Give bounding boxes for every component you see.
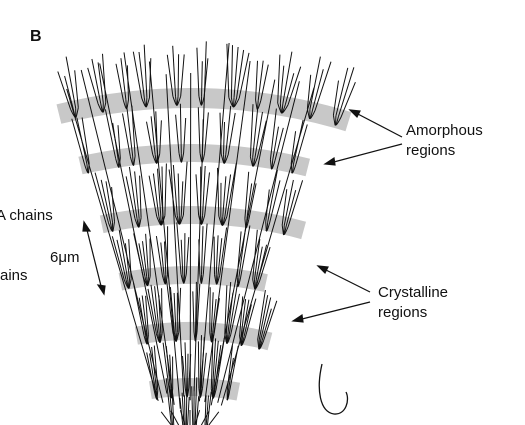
arrow-crystalline-upper <box>322 268 370 292</box>
branch-point <box>224 154 225 163</box>
a-chain <box>144 45 147 98</box>
backbone-chain <box>218 81 300 402</box>
label-crystalline-line2: regions <box>378 304 427 322</box>
panel-label: B <box>30 28 42 46</box>
scale-bar <box>83 222 105 294</box>
a-chain <box>178 54 179 96</box>
label-b-chains: ains <box>0 267 28 285</box>
a-chain <box>198 341 199 388</box>
backbone-chain <box>205 61 250 402</box>
hilum-curve <box>319 364 347 414</box>
a-chain <box>162 288 163 333</box>
a-chain <box>186 391 187 425</box>
branch-point <box>309 109 310 118</box>
label-scale-bar: 6μm <box>50 249 79 267</box>
lamellae-bands <box>57 88 352 401</box>
a-chain <box>202 61 203 96</box>
arrow-amorphous-lower <box>330 144 402 163</box>
a-chain <box>187 397 189 425</box>
a-chain <box>315 62 331 111</box>
amorphous-band <box>119 266 268 292</box>
b-chain <box>202 412 219 425</box>
label-a-chains: A chains <box>0 207 53 225</box>
backbone-chain <box>190 73 191 400</box>
a-chain <box>112 236 124 280</box>
label-crystalline-line1: Crystalline <box>378 284 448 302</box>
a-chain <box>185 395 186 425</box>
backbone-chain <box>81 70 163 403</box>
arrow-crystalline-lower <box>298 302 370 320</box>
label-amorphous-line2: regions <box>406 142 455 160</box>
branch-point <box>266 222 267 231</box>
label-amorphous-line1: Amorphous <box>406 122 483 140</box>
arrow-amorphous-upper <box>354 112 402 137</box>
